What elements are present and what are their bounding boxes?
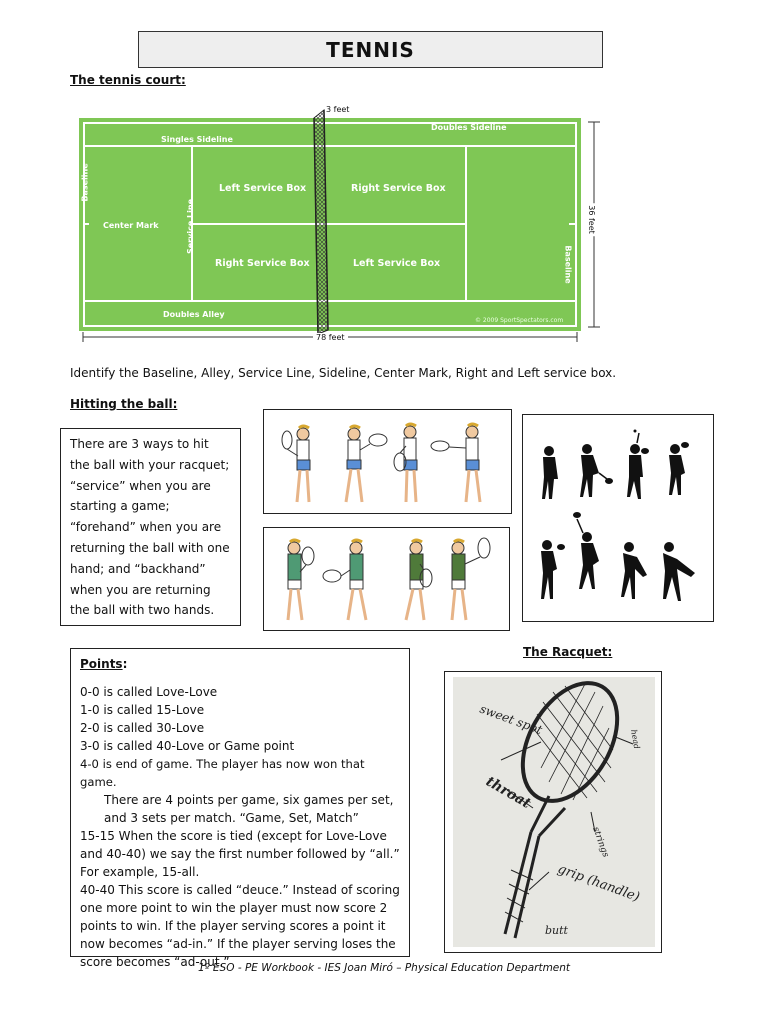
points-heading-text: Points — [80, 657, 123, 671]
page-title: TENNIS — [138, 31, 603, 68]
court-label: Baseline — [80, 163, 90, 202]
points-line: 0-0 is called Love-Love — [80, 685, 218, 699]
points-line: 40-40 This score is called “deuce.” Inst… — [80, 883, 400, 969]
court-label: Center Mark — [103, 221, 159, 230]
points-line: 15-15 When the score is tied (except for… — [80, 829, 400, 879]
page-footer: 1º ESO - PE Workbook - IES Joan Miró – P… — [197, 962, 571, 974]
hitting-text: There are 3 ways to hit the ball with yo… — [70, 437, 230, 618]
racquet-label-head: head — [629, 729, 641, 750]
court-label: Right Service Box — [351, 183, 446, 194]
center-mark — [569, 223, 575, 225]
hitting-text-box: There are 3 ways to hit the ball with yo… — [60, 428, 241, 626]
center-service-line — [191, 223, 467, 225]
hitting-heading-text: Hitting the ball — [70, 397, 173, 411]
silhouette-figures — [541, 429, 695, 601]
court-label: Doubles Alley — [163, 310, 225, 319]
racquet-heading: The Racquet: — [523, 645, 613, 659]
court-label: Service Line — [186, 198, 196, 255]
court-label: Baseline — [563, 245, 573, 284]
court-label: Doubles Sideline — [431, 123, 507, 132]
racquet-diagram-image: sweet spot throat strings grip (handle) … — [444, 671, 662, 953]
points-line: 1-0 is called 15-Love — [80, 703, 205, 717]
hitting-heading: Hitting the ball: — [70, 397, 178, 411]
court-label: Singles Sideline — [161, 135, 233, 144]
points-line: 3-0 is called 40-Love or Game point — [80, 739, 295, 753]
tennis-court-diagram: Singles Sideline Doubles Sideline Baseli… — [79, 118, 581, 331]
court-line — [83, 325, 577, 327]
singles-sideline-line — [83, 145, 577, 147]
court-copyright: © 2009 SportSpectators.com — [475, 317, 564, 324]
racquet-illustration: sweet spot throat strings grip (handle) … — [453, 677, 655, 947]
court-length-label: 78 feet — [313, 333, 348, 342]
racquet-heading-text: The Racquet — [523, 645, 608, 659]
player-figures-illustration — [286, 537, 491, 621]
singles-sideline-line — [83, 300, 577, 302]
serve-sequence-image — [263, 409, 512, 514]
court-label: Right Service Box — [215, 258, 310, 269]
court-width-label: 36 feet — [586, 203, 596, 236]
points-line: 4-0 is end of game. The player has now w… — [80, 757, 365, 789]
court-heading: The tennis court: — [70, 73, 186, 87]
silhouettes-image — [522, 414, 714, 622]
points-line: and 3 sets per match. “Game, Set, Match” — [104, 811, 359, 825]
net-graphic — [313, 108, 329, 335]
points-heading: Points: — [80, 657, 128, 671]
points-line: 2-0 is called 30-Love — [80, 721, 205, 735]
court-heading-text: The tennis court — [70, 73, 181, 87]
points-line: There are 4 points per game, six games p… — [104, 793, 394, 807]
court-line — [575, 122, 577, 327]
court-label: Left Service Box — [353, 258, 441, 269]
forehand-sequence-image — [263, 527, 510, 631]
center-mark — [83, 223, 89, 225]
net-height-label: 3 feet — [326, 105, 350, 114]
player-figures-illustration — [281, 422, 482, 503]
court-label: Left Service Box — [219, 183, 307, 194]
points-box: Points: 0-0 is called Love-Love 1-0 is c… — [70, 648, 410, 969]
court-line — [83, 122, 577, 124]
racquet-label-butt: butt — [545, 924, 569, 937]
identify-instruction: Identify the Baseline, Alley, Service Li… — [70, 366, 617, 380]
